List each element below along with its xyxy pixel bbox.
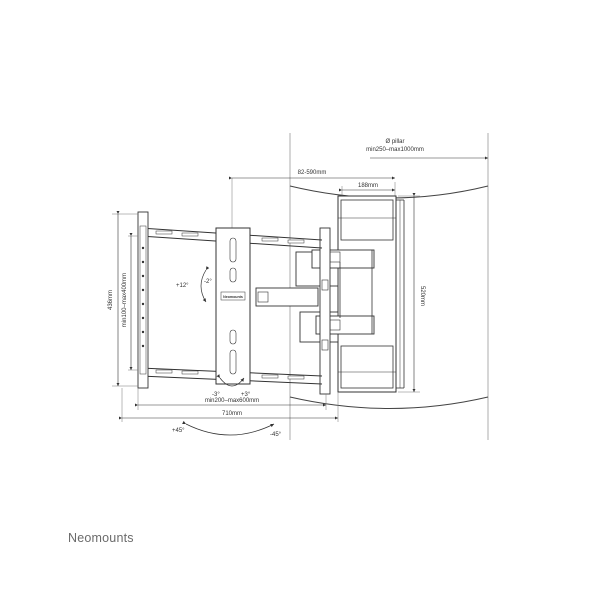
plate-height-label: 436mm <box>108 290 114 310</box>
vesa-horizontal-label: min200–max600mm <box>205 398 259 404</box>
width-dimensions: min200–max600mm 710mm <box>119 388 339 422</box>
swivel-left-label: +45° <box>172 428 185 434</box>
swivel-right-label: -45° <box>270 432 282 438</box>
tilt-up-label: +12° <box>176 283 189 289</box>
total-height-label: 520mm <box>419 286 425 306</box>
plate-logo: Neomounts <box>223 295 243 299</box>
total-height-dimension: 520mm <box>398 193 425 393</box>
pillar-title-label: Ø pillar <box>385 139 404 145</box>
offset-label: 82-590mm <box>298 170 327 176</box>
offset-dimension: 82-590mm <box>229 170 395 230</box>
right-rail <box>319 227 331 395</box>
tilt-down-label: -2° <box>204 279 212 285</box>
tilt-indicator: +12° -2° <box>176 266 212 303</box>
articulating-arm <box>255 249 375 343</box>
level-plus-label: +3° <box>241 392 251 398</box>
brand-logo: Neomounts <box>68 531 134 545</box>
height-dimensions: 436mm min100–max400mm <box>108 211 138 387</box>
vesa-vertical-label: min100–max400mm <box>122 273 128 327</box>
total-width-label: 710mm <box>222 411 242 417</box>
pillar-diameter-dimension: Ø pillar min250–max1000mm <box>366 139 488 160</box>
swivel-indicator: +45° -45° <box>172 420 282 438</box>
tv-bracket: Neomounts <box>137 211 323 389</box>
arm-width-label: 188mm <box>358 183 378 189</box>
level-indicator: -3° +3° <box>212 374 251 398</box>
wall-plate <box>337 195 405 393</box>
level-minus-label: -3° <box>212 392 220 398</box>
pillar-range-label: min250–max1000mm <box>366 147 424 153</box>
